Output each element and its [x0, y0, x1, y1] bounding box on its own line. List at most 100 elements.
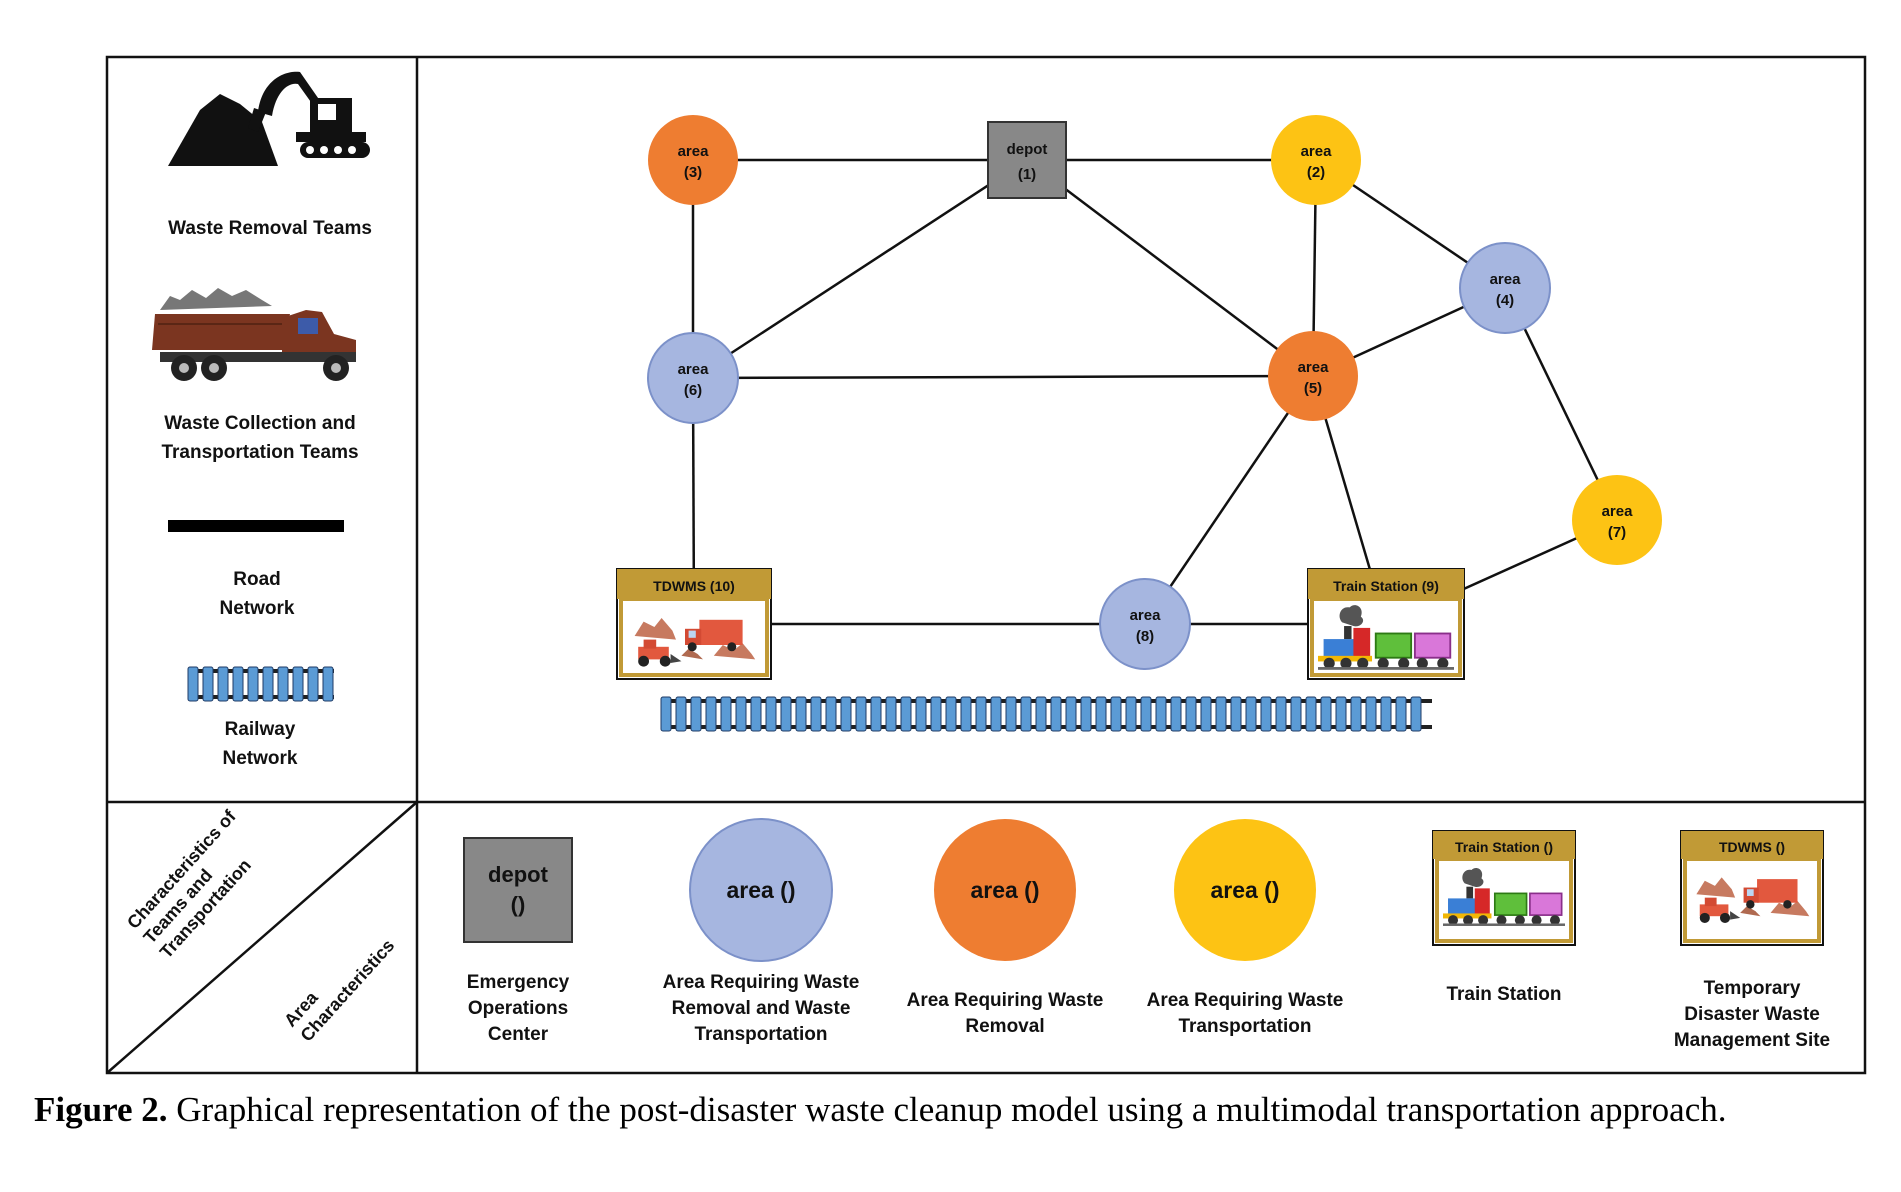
road-edge [1143, 375, 1315, 625]
legend-label-line: Waste Collection and [164, 413, 355, 434]
network-nodes: depot(1)area(2)area(3)area(4)area(5)area… [616, 115, 1662, 680]
depot-box [463, 837, 573, 943]
figure-frame [105, 55, 1867, 1075]
node-label: (3) [684, 164, 702, 181]
rail-tie [975, 696, 987, 732]
rail-tie [217, 666, 229, 702]
rail-tie [825, 696, 837, 732]
waste-site-icon [1696, 877, 1810, 923]
rail-tie [1230, 696, 1242, 732]
rail-tie [915, 696, 927, 732]
node-label: area [678, 361, 710, 378]
area-circle [1174, 819, 1316, 961]
train-icon [1318, 605, 1454, 670]
rail-tie [1215, 696, 1227, 732]
node-label: (2) [1307, 164, 1325, 181]
rail-tie [1380, 696, 1392, 732]
key-symbol-label: depot [488, 862, 549, 887]
node-area5: area(5) [1268, 331, 1358, 421]
railway-track [660, 696, 1432, 732]
rail-tie [1290, 696, 1302, 732]
station-label: TDWMS (10) [653, 578, 735, 594]
rail-tie [780, 696, 792, 732]
rail-tie [930, 696, 942, 732]
road-edges [691, 158, 1619, 626]
rail-tie [1155, 696, 1167, 732]
station-label: Train Station (9) [1333, 578, 1439, 594]
key-description: Management Site [1674, 1030, 1830, 1051]
node-label: area [678, 143, 710, 160]
rail-tie [765, 696, 777, 732]
rail-tie [187, 666, 199, 702]
rail-tie [795, 696, 807, 732]
node-label: area [1130, 607, 1162, 624]
station-label: Train Station () [1455, 839, 1553, 855]
key-description: Area Requiring Waste [1147, 990, 1344, 1011]
rail-tie [870, 696, 882, 732]
train-icon [1443, 867, 1565, 926]
waste-site-icon [634, 618, 756, 667]
rail-tie [247, 666, 259, 702]
station-header [617, 569, 771, 599]
rail-tie [720, 696, 732, 732]
road-network-symbol [168, 520, 344, 532]
key-description: Train Station [1446, 984, 1561, 1005]
rail-tie [277, 666, 289, 702]
excavator-icon [168, 71, 370, 166]
rail-tie [1095, 696, 1107, 732]
area-circle [1268, 331, 1358, 421]
rail-tie [1260, 696, 1272, 732]
key-symbol-label: area () [726, 877, 795, 903]
legend-label-line: Network [220, 598, 295, 619]
node-tdwms10: TDWMS (10) [616, 568, 772, 680]
key-description: Temporary [1704, 978, 1801, 999]
figure-caption: Figure 2. Graphical representation of th… [34, 1090, 1727, 1130]
key-description: Transportation [1178, 1016, 1311, 1037]
rail-tie [1335, 696, 1347, 732]
rail-tie [1065, 696, 1077, 732]
station-header [1681, 831, 1823, 859]
legend-waste-removal-label: Waste Removal Teams [168, 218, 372, 239]
rail-tie [1110, 696, 1122, 732]
node-area3: area (3) [648, 115, 738, 205]
node-depot1: depot(1) [987, 121, 1067, 199]
key-symbol-label: area () [970, 877, 1039, 903]
rail-tie [1125, 696, 1137, 732]
corner-labels: Characteristics ofTeams andTransportatio… [123, 806, 398, 1046]
rail-tie [990, 696, 1002, 732]
station-header [1433, 831, 1575, 859]
rail-tie [1365, 696, 1377, 732]
rail-tie [322, 666, 334, 702]
rail-tie [1320, 696, 1332, 732]
rail-tie [1035, 696, 1047, 732]
rail-tie [735, 696, 747, 732]
node-area6: area (6) [647, 332, 739, 424]
rail-tie [810, 696, 822, 732]
svg-text:Characteristics ofTeams andTra: Characteristics ofTeams andTransportatio… [123, 806, 273, 963]
area-circle [1271, 115, 1361, 205]
key-description: Area Requiring Waste [663, 972, 860, 993]
svg-text:AreaCharacteristics: AreaCharacteristics [280, 921, 398, 1046]
railway-network-symbol [187, 666, 334, 702]
rail-tie [675, 696, 687, 732]
area-circle [1572, 475, 1662, 565]
area-circle [647, 332, 739, 424]
node-label: (1) [1018, 166, 1036, 183]
key-symbol-label: area () [1210, 877, 1279, 903]
caption-text: Graphical representation of the post-dis… [167, 1090, 1727, 1129]
key-description: Disaster Waste [1684, 1004, 1820, 1025]
node-label: area [1602, 503, 1634, 520]
legend-label-line: Railway [225, 719, 296, 740]
rail-tie [262, 666, 274, 702]
road-edge [1026, 159, 1314, 377]
rail-tie [1080, 696, 1092, 732]
legend-panel: Waste Removal Teams Waste Collection and… [152, 71, 372, 769]
key-description: Removal and Waste [672, 998, 851, 1019]
node-label: (6) [684, 382, 702, 399]
rail-tie [1020, 696, 1032, 732]
rail-tie [750, 696, 762, 732]
